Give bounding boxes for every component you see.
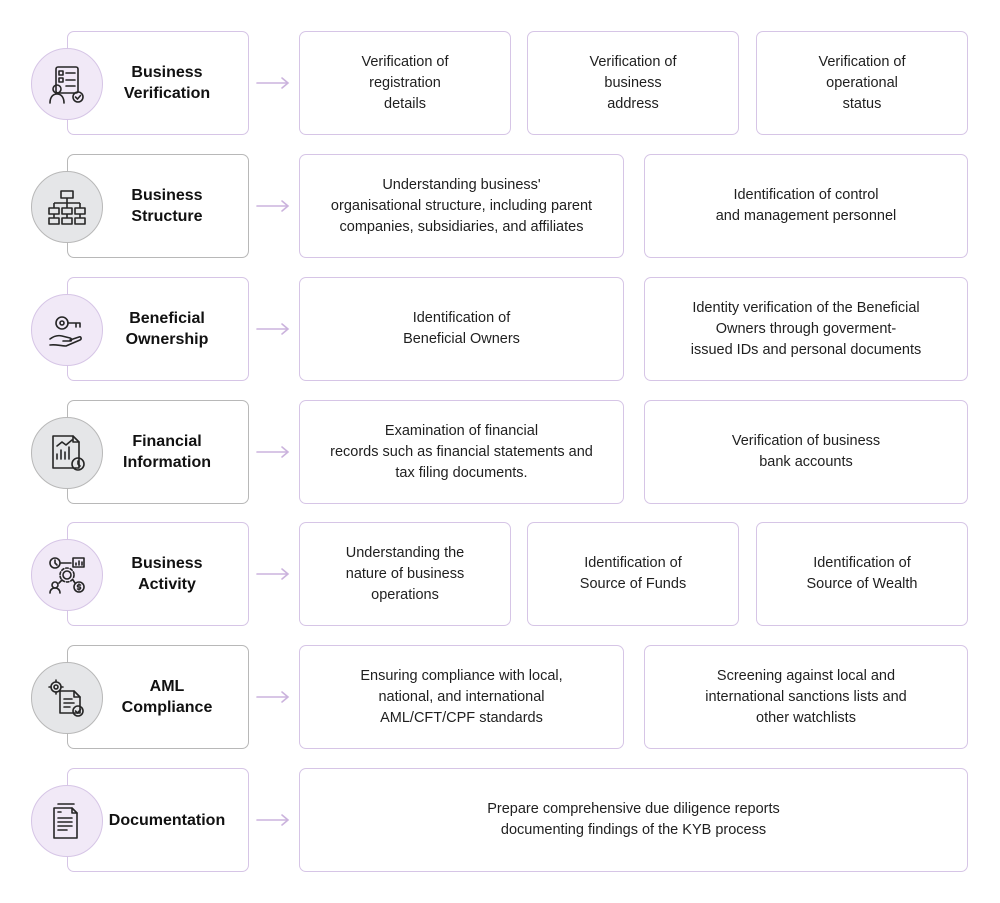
arrow-icon (256, 691, 290, 703)
financial-report-icon (31, 417, 103, 489)
row-financial-information: Financial Information Examination of fin… (0, 400, 1000, 506)
card: Identity verification of the Beneficial … (644, 277, 968, 381)
card: Examination of financial records such as… (299, 400, 624, 504)
hand-key-icon (31, 294, 103, 366)
card: Identification of Source of Funds (527, 522, 739, 626)
row-business-structure: Business Structure Understanding busines… (0, 154, 1000, 260)
compliance-document-icon (31, 662, 103, 734)
card: Verification of registration details (299, 31, 511, 135)
card: Understanding the nature of business ope… (299, 522, 511, 626)
checklist-person-icon (31, 48, 103, 120)
row-label: Business Verification (123, 64, 211, 102)
org-chart-icon (31, 171, 103, 243)
card: Verification of business bank accounts (644, 400, 968, 504)
row-label: Beneficial Ownership (125, 310, 209, 348)
row-documentation: Documentation Prepare comprehensive due … (0, 768, 1000, 874)
card: Screening against local and internationa… (644, 645, 968, 749)
arrow-icon (256, 200, 290, 212)
card: Verification of business address (527, 31, 739, 135)
row-beneficial-ownership: Beneficial Ownership Identification of B… (0, 277, 1000, 383)
card: Identification of Beneficial Owners (299, 277, 624, 381)
row-label: Documentation (108, 811, 226, 829)
arrow-icon (256, 323, 290, 335)
documents-icon (31, 785, 103, 857)
arrow-icon (256, 568, 290, 580)
row-label: Business Structure (131, 187, 203, 225)
business-activity-icon (31, 539, 103, 611)
card: Identification of Source of Wealth (756, 522, 968, 626)
label-box: Beneficial Ownership (67, 277, 249, 381)
row-label: Financial Information (123, 433, 211, 471)
row-aml-compliance: AML Compliance Ensuring compliance with … (0, 645, 1000, 751)
card: Verification of operational status (756, 31, 968, 135)
label-box: Business Structure (67, 154, 249, 258)
arrow-icon (256, 446, 290, 458)
card: Identification of control and management… (644, 154, 968, 258)
row-label: Business Activity (131, 555, 203, 593)
card: Prepare comprehensive due diligence repo… (299, 768, 968, 872)
row-business-activity: Business Activity Understanding the natu… (0, 522, 1000, 628)
arrow-icon (256, 814, 290, 826)
row-label: AML Compliance (121, 678, 213, 716)
card: Understanding business' organisational s… (299, 154, 624, 258)
card: Ensuring compliance with local, national… (299, 645, 624, 749)
row-business-verification: Business Verification Verification of re… (0, 31, 1000, 137)
arrow-icon (256, 77, 290, 89)
